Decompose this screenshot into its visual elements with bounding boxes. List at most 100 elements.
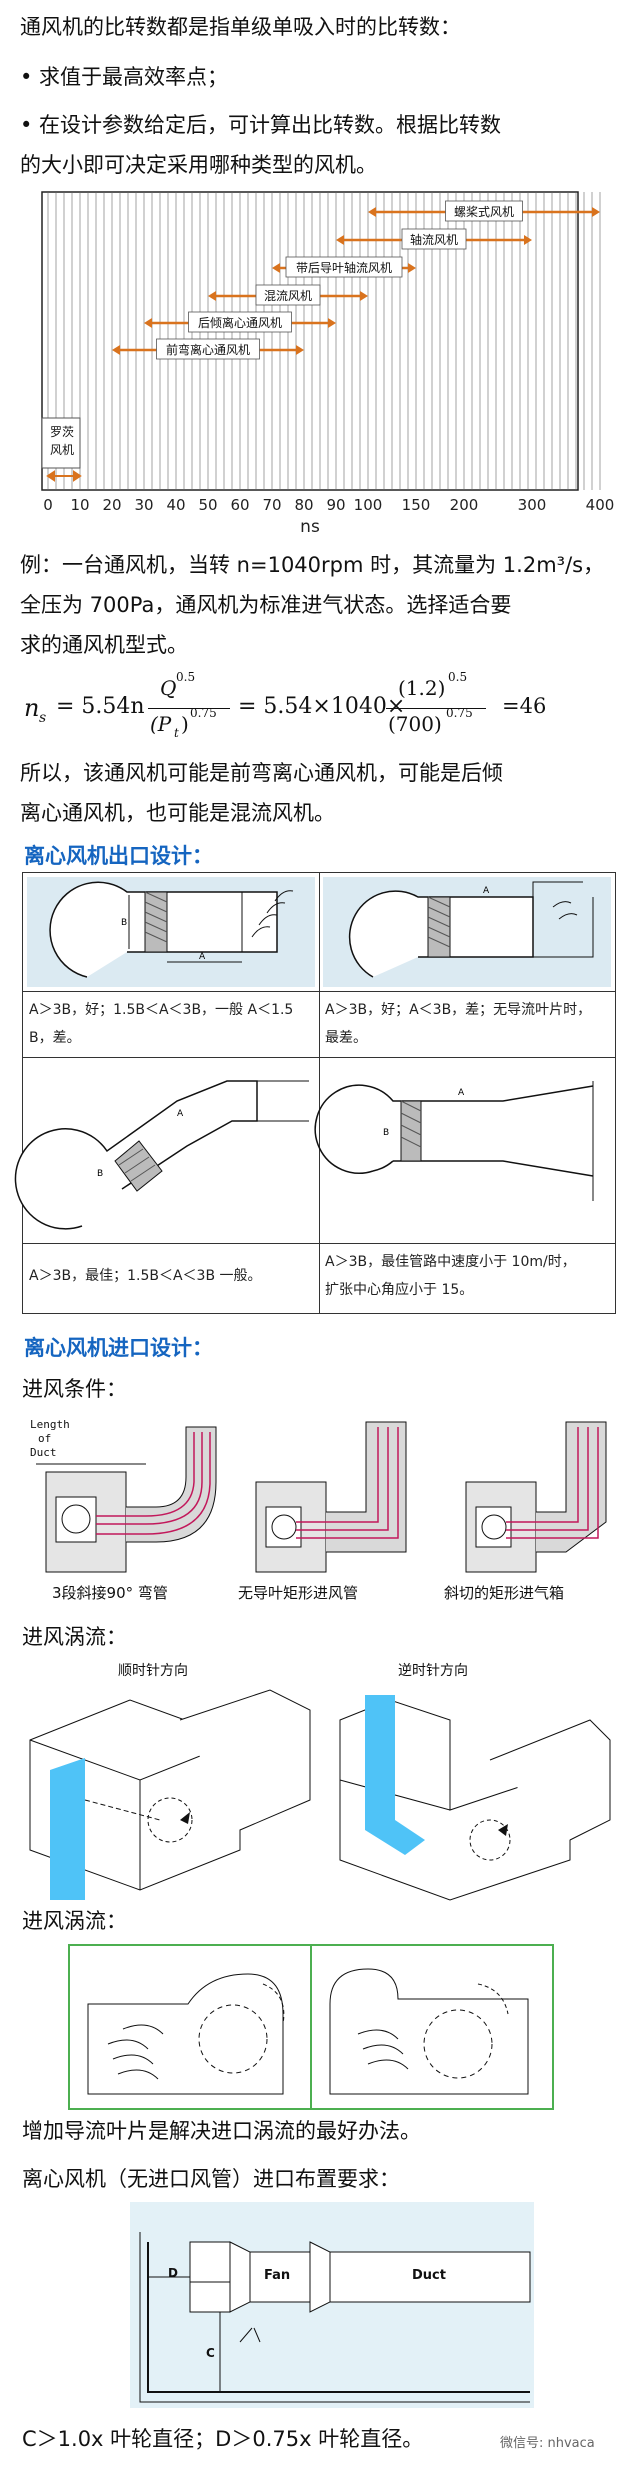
- chart-tick-label: 50: [198, 496, 217, 514]
- rule-text: C＞1.0x 叶轮直径；D＞0.75x 叶轮直径。: [22, 2427, 424, 2451]
- outlet-cell-d-line1: A＞3B，最佳管路中速度小于 10m/时，: [325, 1254, 576, 1270]
- swirl-isometric-figure: [29, 1689, 611, 1901]
- chart-range-label: 混流风机: [264, 289, 312, 303]
- guide-vane-tip: 增加导流叶片是解决进口涡流的最好办法。: [22, 2119, 421, 2143]
- dim-d-label: D: [168, 2266, 178, 2280]
- chart-frame: [41, 191, 579, 491]
- length-label-2: of: [38, 1432, 52, 1445]
- chart-tick-label: 60: [230, 496, 249, 514]
- chart-range-arrowhead: [592, 207, 600, 217]
- chart-tick-label: 70: [262, 496, 281, 514]
- chart-range-label-box: [255, 284, 321, 306]
- example-line-3: 求的通风机型式。: [20, 633, 188, 657]
- chart-range-label: 风机: [50, 443, 74, 457]
- chart-range-label-box: [41, 417, 81, 469]
- chart-range-label: 轴流风机: [410, 232, 458, 247]
- chart-tick-label: 200: [450, 496, 479, 514]
- svg-text:A: A: [177, 1109, 184, 1119]
- conclusion-1: 所以，该通风机可能是前弯离心通风机，可能是后倾: [20, 761, 503, 785]
- outlet-diagram-1: A B: [27, 877, 315, 987]
- chart-range-label-box: [401, 228, 467, 250]
- formula-q: Q: [160, 676, 177, 700]
- chart-range-arrowhead: [112, 345, 120, 355]
- chart-range-arrowhead: [524, 235, 532, 245]
- outlet-cell-d-line2: 扩张中心角应小于 15。: [325, 1282, 474, 1298]
- formula-eq2: = 5.54×1040×: [238, 694, 406, 719]
- chart-range-arrowhead: [360, 291, 368, 301]
- svg-text:B: B: [121, 918, 127, 928]
- intro-line: 通风机的比转数都是指单级单吸入时的比转数：: [20, 15, 461, 39]
- dim-c-label: C: [206, 2346, 215, 2360]
- chart-range-line: [46, 470, 82, 482]
- example-line-2: 全压为 700Pa，通风机为标准进气状态。选择适合要: [20, 593, 512, 617]
- chart-tick-label: 300: [518, 496, 547, 514]
- chart-range-label-box: [285, 256, 403, 278]
- formula-den2-exp: 0.75: [446, 706, 473, 720]
- outlet-cell-a-line2: B，差。: [29, 1030, 81, 1046]
- chart-range-arrowhead: [408, 263, 416, 273]
- fan-layout-figure: [130, 2202, 534, 2408]
- chart-grid: [41, 191, 601, 491]
- chart-tick-label: 80: [294, 496, 313, 514]
- inlet-conditions-figure: Length of Duct 3段斜接90° 弯管 无导叶矩形进风管 斜切的矩形…: [26, 1412, 626, 1612]
- formula-eq1: = 5.54n: [56, 694, 145, 719]
- chart-range-arrowhead: [336, 235, 344, 245]
- chart-range-label: 罗茨: [50, 425, 74, 439]
- clockwise-label: 顺时针方向: [118, 1663, 188, 1679]
- svg-text:A: A: [199, 952, 206, 962]
- svg-text:B: B: [383, 1128, 389, 1138]
- caption-inlet-box: 斜切的矩形进气箱: [444, 1584, 565, 1602]
- watermark: 微信号: nhvaca: [500, 2436, 595, 2451]
- chart-range-label: 带后导叶轴流风机: [296, 260, 392, 275]
- bullet-2: • 在设计参数给定后，可计算出比转数。根据比转数: [20, 113, 502, 137]
- chart-tick-label: 100: [354, 496, 383, 514]
- chart-tick-label: 30: [134, 496, 153, 514]
- caption-elbow: 3段斜接90° 弯管: [52, 1584, 168, 1602]
- formula-ns-sub: s: [39, 710, 47, 726]
- outlet-cell-c-line1: A＞3B，最佳；1.5B＜A＜3B 一般。: [29, 1268, 262, 1284]
- chart-range-label-box: [445, 200, 523, 222]
- chart-range-arrowhead: [368, 207, 376, 217]
- svg-text:A: A: [458, 1088, 465, 1098]
- length-label-1: Length: [30, 1418, 70, 1431]
- chart-range-label: 前弯离心通风机: [166, 342, 250, 357]
- chart-tick-label: 0: [43, 496, 53, 514]
- chart-range-label: 后倾离心通风机: [198, 315, 282, 330]
- swirl-label: 进风涡流：: [22, 1625, 127, 1649]
- formula-num2: (1.2): [398, 676, 446, 700]
- chart-range-label-box: [156, 338, 260, 360]
- formula-q-exp: 0.5: [176, 670, 196, 684]
- caption-rect-duct: 无导叶矩形进风管: [238, 1584, 359, 1602]
- outlet-diagram-3: B A: [14, 1080, 309, 1230]
- bullet-1: • 求值于最高效率点；: [20, 65, 229, 89]
- formula-result: =46: [502, 694, 547, 718]
- formula: n s = 5.54n Q 0.5 (P t ) 0.75 = 5.54×104…: [24, 670, 624, 748]
- outlet-table: A B A A＞3B，好；1.5B＜A＜3B，一般 A＜1.5 B，差。 A＞3…: [14, 872, 616, 1314]
- fan-label: Fan: [264, 2268, 291, 2283]
- example-line-1: 例：一台通风机，当转 n=1040rpm 时，其流量为 1.2m³/s，: [20, 553, 605, 577]
- specific-speed-chart: 螺桨式风机轴流风机带后导叶轴流风机混流风机后倾离心通风机前弯离心通风机罗茨风机 …: [41, 191, 614, 537]
- chart-tick-label: 20: [102, 496, 121, 514]
- formula-ns: n: [24, 694, 40, 722]
- chart-range-arrowhead: [272, 263, 280, 273]
- conclusion-2: 离心通风机，也可能是混流风机。: [20, 801, 335, 825]
- formula-den2: (700): [388, 712, 442, 736]
- chart-range-arrowhead: [296, 345, 304, 355]
- chart-range-arrowhead: [208, 291, 216, 301]
- chart-xlabel: ns: [300, 517, 320, 537]
- inlet-condition-label: 进风条件：: [22, 1377, 127, 1401]
- outlet-heading: 离心风机出口设计：: [24, 844, 213, 868]
- chart-tick-label: 40: [166, 496, 185, 514]
- formula-pt-exp: 0.75: [190, 706, 217, 720]
- chart-tick-label: 90: [326, 496, 345, 514]
- formula-pt-close: ): [181, 712, 189, 736]
- fraction-bar-1: [148, 708, 230, 709]
- chart-range-label-box: [188, 311, 292, 333]
- chart-tick-label: 150: [402, 496, 431, 514]
- fraction-bar-2: [386, 708, 486, 709]
- chart-range-arrowhead: [144, 318, 152, 328]
- inlet-heading: 离心风机进口设计：: [24, 1336, 213, 1360]
- swirl-plan-figure: [68, 1944, 554, 2110]
